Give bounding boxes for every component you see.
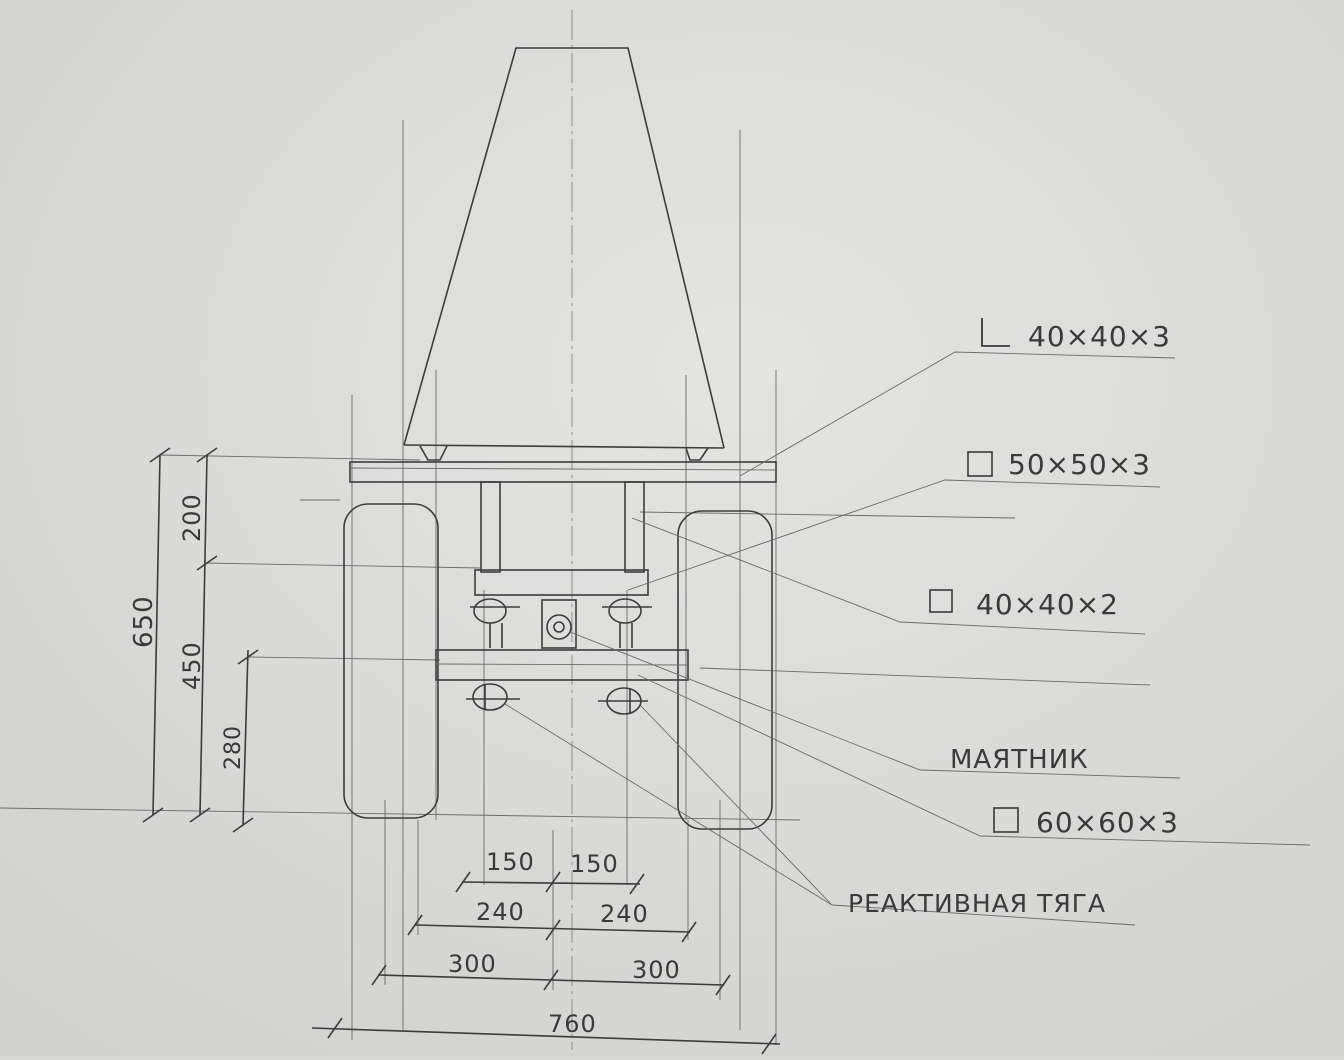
vertical-posts [480, 481, 645, 573]
callout-square-40: 40×40×2 [929, 588, 1119, 621]
dim-650: 650 [129, 595, 159, 648]
dim-280: 280 [221, 725, 246, 770]
leader-lines [504, 351, 1311, 926]
square-profile-icon [967, 451, 993, 477]
callout-square-60-label: 60×60×3 [1036, 806, 1179, 839]
dim-240-left: 240 [476, 898, 525, 926]
construction-lines [0, 10, 1151, 1050]
callout-reactive-rod-label: РЕАКТИВНАЯ ТЯГА [848, 889, 1106, 918]
top-frame-beam [349, 461, 777, 483]
right-wheel [677, 510, 773, 830]
dim-150-right: 150 [570, 850, 619, 878]
dim-300-right: 300 [632, 956, 681, 984]
dim-760: 760 [548, 1010, 597, 1038]
dim-300-left: 300 [448, 950, 497, 978]
square-profile-icon [929, 589, 953, 613]
callout-square-50: 50×50×3 [967, 448, 1151, 481]
horizontal-dimensions [311, 871, 781, 1055]
upper-clamp-right [602, 598, 652, 648]
dim-200: 200 [178, 493, 206, 542]
dim-240-right: 240 [600, 900, 649, 928]
callout-square-40-label: 40×40×2 [976, 588, 1119, 621]
lower-clamp-left [466, 683, 520, 711]
callout-angle: 40×40×3 [981, 318, 1171, 353]
callout-square-60: 60×60×3 [993, 806, 1179, 839]
axle-beam [435, 649, 689, 681]
pendulum-pivot [541, 599, 577, 649]
left-wheel [343, 503, 439, 819]
hopper [403, 47, 725, 461]
square-profile-icon [993, 807, 1019, 833]
callout-square-50-label: 50×50×3 [1008, 448, 1151, 481]
vertical-dimensions [142, 447, 259, 833]
callout-angle-label: 40×40×3 [1028, 320, 1171, 353]
lower-clamp-right [598, 687, 648, 715]
cross-beam [474, 569, 649, 596]
angle-profile-icon [981, 318, 1010, 347]
dim-450: 450 [178, 641, 206, 690]
callout-pendulum-label: МАЯТНИК [950, 745, 1089, 775]
dim-150-left: 150 [486, 848, 535, 876]
upper-clamp-left [470, 598, 520, 648]
